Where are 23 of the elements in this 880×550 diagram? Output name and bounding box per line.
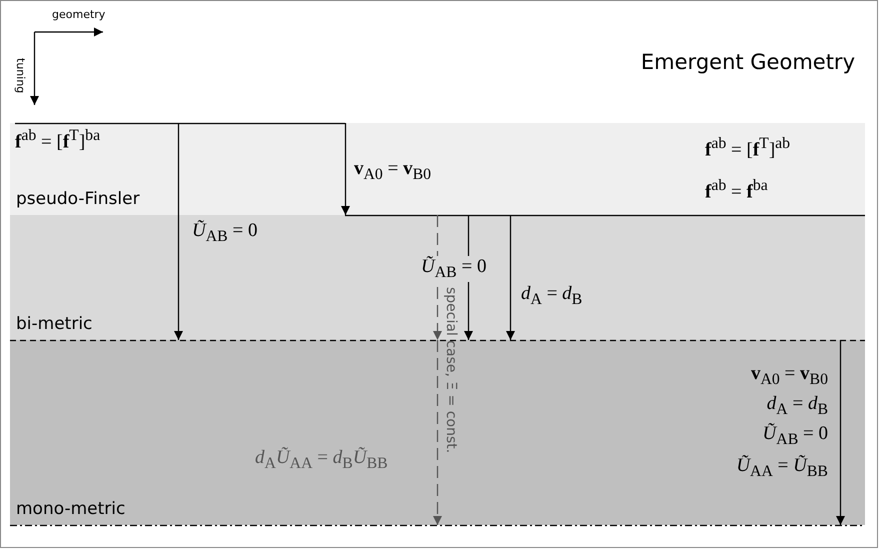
equation: v$_{A0}$ = v$_{B0}$ bbox=[750, 363, 828, 389]
equation: Ũ$_{AB}$ = 0 bbox=[762, 423, 828, 449]
equation: d$_{A}$Ũ$_{AA}$ = d$_{B}$Ũ$_{BB}$ bbox=[255, 447, 388, 473]
level-label: bi-metric bbox=[16, 314, 92, 334]
axis-label: geometry bbox=[52, 8, 106, 21]
annotation: special case, Ξ = const. bbox=[443, 287, 459, 454]
equation: f$^{ab}$ = [f$^{T}$]$^{ba}$ bbox=[15, 127, 100, 154]
equation: f$^{ab}$ = f$^{ba}$ bbox=[705, 177, 768, 204]
arrow bbox=[433, 340, 442, 525]
equation: Ũ$_{AA}$ = Ũ$_{BB}$ bbox=[736, 455, 828, 481]
level-label: pseudo-Finsler bbox=[16, 189, 140, 209]
diagram-title: Emergent Geometry bbox=[640, 50, 855, 74]
equation: d$_{A}$ = d$_{B}$ bbox=[766, 393, 828, 419]
arrow bbox=[506, 215, 515, 340]
axis-label: tuning bbox=[14, 58, 27, 94]
arrow bbox=[341, 123, 350, 215]
arrow bbox=[174, 123, 183, 340]
bi-metric-band bbox=[10, 215, 865, 340]
mono-metric-band bbox=[10, 340, 865, 525]
arrow bbox=[836, 340, 845, 525]
pseudo-finsler-band bbox=[10, 123, 865, 215]
level-label: mono-metric bbox=[16, 499, 126, 519]
equation: f$^{ab}$ = [f$^{T}$]$^{ab}$ bbox=[705, 135, 790, 162]
